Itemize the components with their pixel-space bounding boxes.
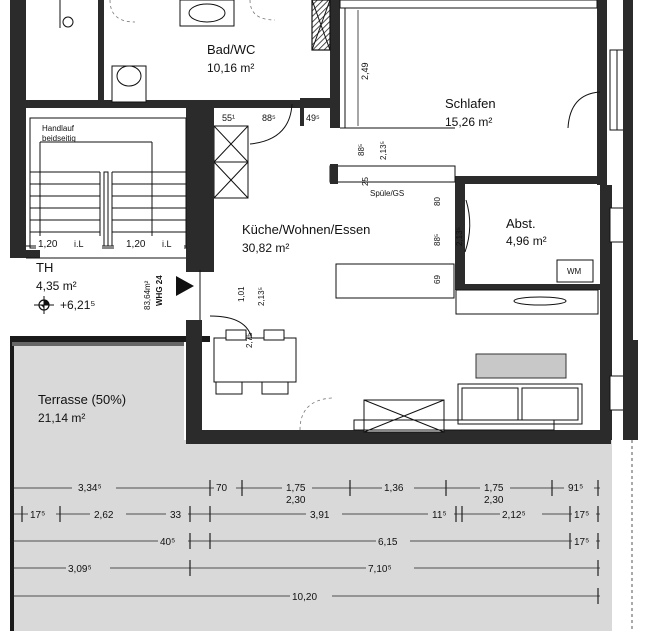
windows-right <box>609 0 638 440</box>
terrace-dark-edge <box>10 336 210 342</box>
stair-width-a: 1,20 <box>38 239 58 250</box>
inner-lines <box>26 0 598 259</box>
dim-2-75: 2,75 <box>245 332 254 348</box>
dim-40: 40⁵ <box>160 537 175 548</box>
dim-25: 25 <box>361 177 370 186</box>
kitchen-unit <box>210 108 304 272</box>
dim-10-20: 10,20 <box>292 592 317 603</box>
dim-2-12: 2,12⁵ <box>502 510 526 521</box>
dim-row-5: 10,20 <box>290 589 332 603</box>
stair-il-a: i.L <box>74 239 84 249</box>
handlauf-label-1: Handlauf <box>42 124 75 133</box>
room-terrasse-area: 21,14 m² <box>38 411 85 425</box>
dim-2135-b: 2,13⁵ <box>455 227 464 246</box>
stair-width-b: 1,20 <box>126 239 146 250</box>
dimension-area <box>12 450 612 631</box>
dim-1-75-b: 1,75 <box>484 483 504 494</box>
dim-7-10: 7,10⁵ <box>368 564 392 575</box>
spuele-label: Spüle/GS <box>370 189 404 198</box>
room-th-area: 4,35 m² <box>36 279 77 293</box>
dim-1-36: 1,36 <box>384 483 404 494</box>
dim-3-34: 3,34⁵ <box>78 483 102 494</box>
dim-33: 33 <box>170 510 182 521</box>
room-terrasse-name: Terrasse (50%) <box>38 392 126 407</box>
furniture <box>194 259 599 433</box>
room-schlafen-name: Schlafen <box>445 96 496 111</box>
dim-3-09: 3,09⁵ <box>68 564 92 575</box>
dim-49: 49⁵ <box>306 113 320 123</box>
dim-3-91: 3,91 <box>310 510 330 521</box>
dim-2-49: 2,49 <box>360 62 370 80</box>
dim-69: 69 <box>433 275 442 284</box>
dim-11: 11⁵ <box>432 510 447 521</box>
entrance-arrow-icon <box>176 276 194 296</box>
whg-area-label: 83,64m² <box>143 280 152 310</box>
door-swings <box>199 91 601 431</box>
room-bad-name: Bad/WC <box>207 42 255 57</box>
dim-17-b: 17⁵ <box>574 510 589 521</box>
dim-88-top: 88⁵ <box>262 113 276 123</box>
room-th-name: TH <box>36 260 53 275</box>
room-abst-name: Abst. <box>506 216 536 231</box>
staircase <box>29 117 187 249</box>
dim-1-01: 1,01 <box>237 286 246 302</box>
dim-2135-a: 2,13⁵ <box>379 141 388 160</box>
dim-row-3: 40⁵ 6,15 17⁵ <box>158 534 596 548</box>
dim-1-75-a: 1,75 <box>286 483 306 494</box>
terrace-area <box>12 338 184 450</box>
wm-label: WM <box>567 267 582 276</box>
whg-number-label: WHG 24 <box>155 275 164 306</box>
dim-6-15: 6,15 <box>378 537 398 548</box>
dim-2-30-b: 2,30 <box>484 495 504 506</box>
room-abst-area: 4,96 m² <box>506 234 547 248</box>
room-bad-area: 10,16 m² <box>207 61 254 75</box>
dim-row-1: 3,34⁵ 70 1,75 1,36 1,75 91⁵ 2,30 2,30 <box>72 480 594 506</box>
dim-2-30-a: 2,30 <box>286 495 306 506</box>
dim-55: 55¹ <box>222 113 235 123</box>
room-th-level: +6,21⁵ <box>60 298 95 312</box>
dim-91: 91⁵ <box>568 483 583 494</box>
dim-88-vert-a: 88⁵ <box>357 144 366 156</box>
level-marker-icon <box>34 296 54 314</box>
dim-70: 70 <box>216 483 228 494</box>
dim-17-c: 17⁵ <box>574 537 589 548</box>
dim-88-vert-b: 88⁵ <box>433 234 442 246</box>
dim-row-2: 17⁵ 2,62 33 3,91 11⁵ 2,12⁵ 17⁵ <box>28 507 596 521</box>
room-kueche-area: 30,82 m² <box>242 241 289 255</box>
stair-il-b: i.L <box>162 239 172 249</box>
room-kueche-name: Küche/Wohnen/Essen <box>242 222 370 237</box>
bathroom-fixtures <box>59 0 276 103</box>
dim-2135-c: 2,13⁵ <box>257 287 266 306</box>
dim-80: 80 <box>433 197 442 206</box>
handlauf-label-2: beidseitig <box>42 134 76 143</box>
dim-2-62: 2,62 <box>94 510 114 521</box>
dim-17-a: 17⁵ <box>30 510 45 521</box>
room-schlafen-area: 15,26 m² <box>445 115 492 129</box>
dim-row-4: 3,09⁵ 7,10⁵ <box>66 561 414 575</box>
